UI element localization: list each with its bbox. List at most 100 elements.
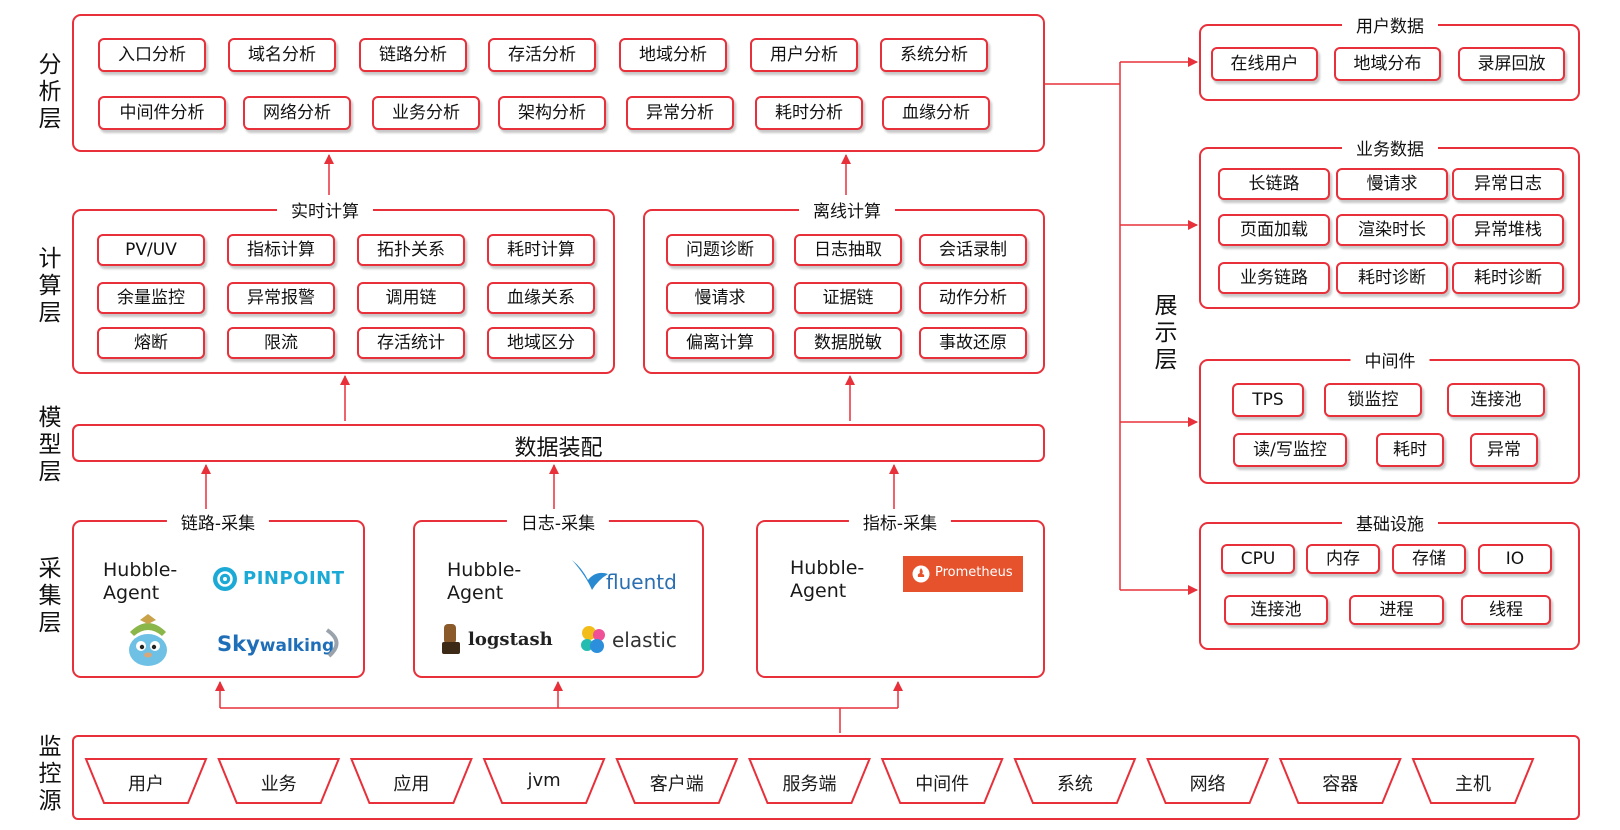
infra-item-chip: 进程 <box>1349 595 1444 625</box>
analysis-item-chip: 链路分析 <box>359 38 467 72</box>
prometheus-text: Prometheus <box>935 565 1013 580</box>
gopher-mascot-icon <box>129 614 167 666</box>
layer-label-source: 监控源 <box>38 734 62 814</box>
source-shape <box>1013 758 1137 804</box>
pinpoint-icon <box>213 567 237 591</box>
middleware-item-chip: 连接池 <box>1447 383 1545 417</box>
source-label: 服务端 <box>782 774 837 795</box>
layer-label-collect: 采集层 <box>38 556 62 636</box>
layer-label-analysis: 分析层 <box>38 52 62 132</box>
skywalking-swoosh-icon <box>325 628 339 658</box>
layer-label-model: 模型层 <box>38 405 62 485</box>
realtime-item-chip: 异常报警 <box>227 282 335 314</box>
infra-item-chip: 内存 <box>1306 544 1380 574</box>
log-collect-title: 日志-采集 <box>506 509 610 534</box>
biz-data-item-chip: 渲染时长 <box>1336 214 1448 246</box>
realtime-item-chip: 调用链 <box>357 282 465 314</box>
elastic-text: elastic <box>612 628 677 652</box>
analysis-item-chip: 业务分析 <box>372 96 480 130</box>
realtime-item-chip: 熔断 <box>97 327 205 359</box>
analysis-item-chip: 用户分析 <box>750 38 858 72</box>
hubble-agent-log-line2: Agent <box>447 582 504 604</box>
trace-collect-panel <box>72 520 365 678</box>
source-label: jvm <box>527 770 561 791</box>
offline-item-chip: 证据链 <box>794 282 902 314</box>
infra-item-chip: 存储 <box>1392 544 1466 574</box>
middleware-item-chip: 异常 <box>1470 433 1538 467</box>
fluentd-text: fluentd <box>606 570 677 594</box>
analysis-item-chip: 异常分析 <box>626 96 734 130</box>
source-label: 主机 <box>1455 774 1491 795</box>
offline-item-chip: 会话录制 <box>919 234 1027 266</box>
analysis-item-chip: 存活分析 <box>488 38 596 72</box>
analysis-item-chip: 耗时分析 <box>755 96 863 130</box>
source-shape <box>880 758 1004 804</box>
analysis-item-chip: 系统分析 <box>880 38 988 72</box>
source-shape <box>482 758 606 804</box>
realtime-item-chip: 地域区分 <box>487 327 595 359</box>
biz-data-item-chip: 业务链路 <box>1218 262 1330 294</box>
realtime-item-chip: 余量监控 <box>97 282 205 314</box>
realtime-item-chip: 限流 <box>227 327 335 359</box>
source-label: 系统 <box>1056 774 1093 795</box>
source-label: 中间件 <box>915 774 970 795</box>
source-shape <box>1411 758 1535 804</box>
offline-item-chip: 数据脱敏 <box>794 327 902 359</box>
hubble-agent-trace-line2: Agent <box>103 582 160 604</box>
biz-data-item-chip: 异常日志 <box>1452 168 1564 200</box>
user-data-item-chip: 录屏回放 <box>1458 47 1565 81</box>
skywalking-logo: Skywalking <box>217 632 334 656</box>
source-label: 用户 <box>128 774 164 795</box>
user-data-item-chip: 地域分布 <box>1334 47 1441 81</box>
biz-data-item-chip: 异常堆栈 <box>1452 214 1564 246</box>
hubble-agent-metric-line1: Hubble- <box>790 557 865 579</box>
user-data-item-chip: 在线用户 <box>1211 47 1318 81</box>
biz-data-title: 业务数据 <box>1342 135 1438 160</box>
middleware-item-chip: 锁监控 <box>1324 383 1422 417</box>
model-panel <box>72 424 1045 462</box>
analysis-item-chip: 中间件分析 <box>98 96 226 130</box>
realtime-item-chip: 拓扑关系 <box>357 234 465 266</box>
realtime-item-chip: 存活统计 <box>357 327 465 359</box>
analysis-item-chip: 血缘分析 <box>882 96 990 130</box>
source-shape <box>748 758 871 804</box>
offline-item-chip: 事故还原 <box>919 327 1027 359</box>
hubble-agent-trace-line1: Hubble- <box>103 559 178 581</box>
source-shape <box>615 758 739 804</box>
infra-item-chip: 连接池 <box>1224 595 1328 625</box>
offline-item-chip: 偏离计算 <box>666 327 774 359</box>
biz-data-item-chip: 耗时诊断 <box>1336 262 1448 294</box>
realtime-item-chip: 血缘关系 <box>487 282 595 314</box>
skywalking-text-b: walking <box>259 636 335 656</box>
metric-collect-title: 指标-采集 <box>848 509 952 534</box>
trace-collect-title: 链路-采集 <box>166 509 270 534</box>
offline-item-chip: 动作分析 <box>919 282 1027 314</box>
pinpoint-text: PINPOINT <box>243 568 345 589</box>
middleware-title: 中间件 <box>1350 347 1430 372</box>
layer-label-compute: 计算层 <box>38 246 62 326</box>
infra-item-chip: 线程 <box>1461 595 1551 625</box>
log-collect-panel <box>413 520 704 678</box>
middleware-item-chip: 读/写监控 <box>1233 433 1347 467</box>
skywalking-text-a: Sky <box>217 632 260 656</box>
infra-title: 基础设施 <box>1342 510 1438 535</box>
realtime-item-chip: PV/UV <box>97 234 205 266</box>
logstash-icon <box>442 624 460 654</box>
realtime-item-chip: 指标计算 <box>227 234 335 266</box>
layer-label-display: 展示层 <box>1154 293 1178 373</box>
logstash-text: logstash <box>468 629 553 650</box>
analysis-item-chip: 地域分析 <box>619 38 727 72</box>
source-shape <box>1278 758 1402 804</box>
offline-item-chip: 日志抽取 <box>794 234 902 266</box>
source-label: 网络 <box>1189 774 1226 795</box>
elastic-icon <box>581 626 605 653</box>
source-shape <box>84 758 208 804</box>
user-data-title: 用户数据 <box>1342 12 1438 37</box>
source-shape <box>349 758 473 804</box>
offline-compute-title: 离线计算 <box>799 197 895 222</box>
biz-data-item-chip: 慢请求 <box>1336 168 1448 200</box>
source-label: 客户端 <box>649 774 704 795</box>
middleware-item-chip: TPS <box>1232 383 1304 417</box>
